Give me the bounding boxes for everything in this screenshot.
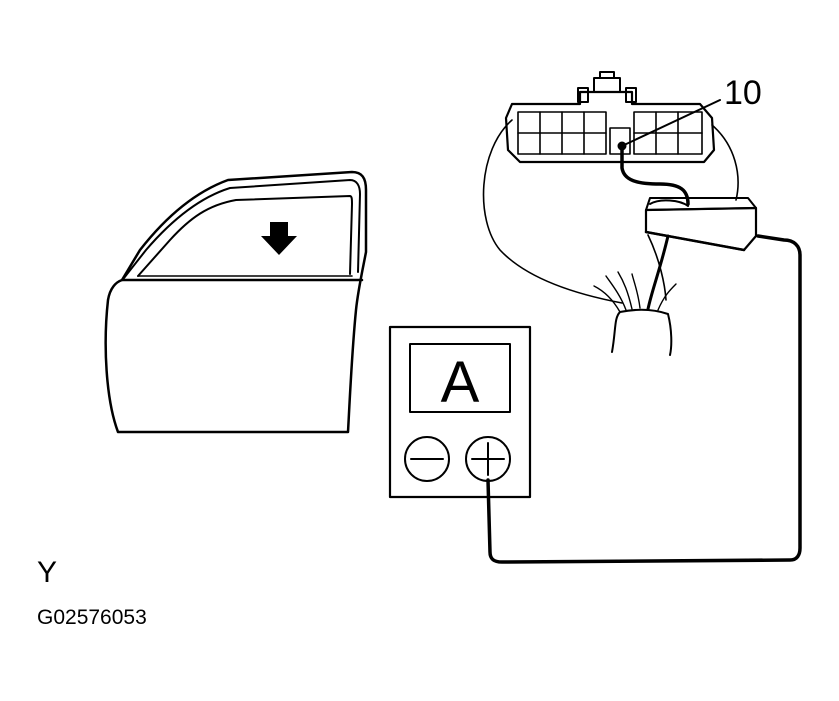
ammeter: A (388, 325, 532, 499)
bundle-sleeve (611, 308, 673, 356)
probe-box (644, 197, 758, 252)
bundle-wire-3 (617, 271, 633, 310)
plus-circle-icon (465, 436, 511, 482)
bundle-wire-4 (631, 273, 641, 309)
bundle-wire-5 (646, 234, 670, 311)
connector-tab-left (577, 87, 589, 103)
bundle-wire-1 (593, 285, 621, 313)
pin-leader-line (621, 99, 721, 147)
connector-latch (593, 71, 621, 93)
door-window-glass (137, 195, 353, 277)
door-window-frame (123, 179, 361, 279)
harness-loop-lower (647, 234, 667, 301)
bundle-wire-2 (605, 275, 627, 311)
bundle-wire-6 (657, 283, 677, 311)
ammeter-display (409, 343, 511, 413)
probe-box-body (644, 206, 758, 252)
connector-assembly: 10 (482, 71, 762, 304)
positive-test-lead (486, 234, 802, 564)
harness-loop-right (711, 124, 739, 201)
door-outline (104, 170, 368, 434)
pin-number-label: 10 (724, 74, 762, 112)
wire-bundle (593, 234, 677, 356)
minus-circle-icon (404, 436, 450, 482)
ammeter-mode-label: A (441, 350, 480, 415)
connector-cavities (517, 111, 703, 155)
car-door (104, 170, 368, 434)
harness-loop (482, 119, 623, 304)
down-arrow-icon (261, 222, 297, 255)
figure-code-label: G02576053 (37, 606, 147, 629)
probe-box-clip (649, 199, 689, 207)
ammeter-body (388, 325, 532, 499)
probe-box-lower-edge (644, 230, 746, 252)
view-letter-label: Y (37, 556, 57, 589)
probe-wire (620, 144, 690, 206)
connector-body (504, 90, 716, 164)
connector-tab-right (625, 87, 637, 103)
